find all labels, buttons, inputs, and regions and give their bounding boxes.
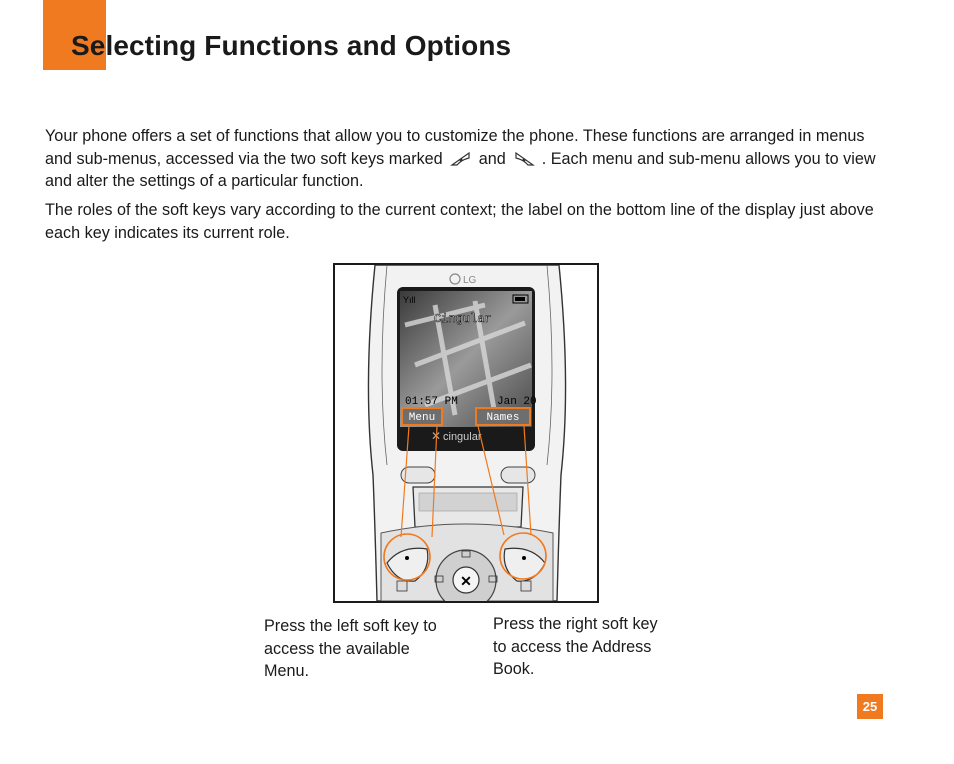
intro-text-before: Your phone offers a set of functions tha… bbox=[45, 127, 865, 168]
phone-illustration: LG Yıll Cingular 01:57 PM Jan 20 Menu Na… bbox=[333, 263, 599, 603]
page-title: Selecting Functions and Options bbox=[71, 30, 512, 61]
left-soft-key-label-box bbox=[401, 407, 443, 426]
left-soft-key-icon bbox=[449, 151, 470, 166]
right-callout-line bbox=[477, 425, 505, 536]
right-soft-key-label: Names bbox=[486, 412, 519, 424]
left-callout-line bbox=[400, 425, 410, 538]
message-icon bbox=[461, 550, 471, 558]
intro-text-after: . Each menu and sub-menu allows you to v… bbox=[45, 149, 876, 191]
cingular-logo-text: cingular bbox=[443, 431, 482, 443]
intro-text-and: and bbox=[478, 149, 506, 168]
carrier-name: Cingular bbox=[434, 312, 492, 326]
ok-key-icon: ✕ bbox=[460, 573, 472, 589]
phone-display bbox=[400, 291, 532, 427]
header-accent-block bbox=[43, 0, 106, 70]
left-soft-key bbox=[386, 547, 429, 582]
left-callout-line-2 bbox=[431, 425, 438, 538]
signal-strength-icon: Yıll bbox=[403, 295, 416, 305]
right-callout-line-2 bbox=[523, 425, 532, 536]
brand-label: LG bbox=[463, 275, 477, 286]
intro-paragraph-1: Your phone offers a set of functions tha… bbox=[45, 125, 895, 193]
left-soft-key-highlight bbox=[383, 533, 431, 581]
right-soft-key-label-box bbox=[475, 407, 531, 426]
page-number: 25 bbox=[857, 694, 883, 719]
screen-date: Jan 20 bbox=[497, 396, 537, 408]
right-soft-key-icon bbox=[515, 151, 535, 166]
right-soft-key-highlight bbox=[499, 532, 547, 580]
left-soft-key-caption: Press the left soft key to access the av… bbox=[264, 617, 437, 680]
folder-icon bbox=[434, 575, 444, 583]
right-soft-key-caption: Press the right soft key to access the A… bbox=[493, 615, 658, 678]
brand-logo-icon bbox=[449, 273, 461, 285]
ok-key bbox=[452, 566, 480, 594]
camera-icon bbox=[488, 575, 498, 583]
battery-icon bbox=[512, 294, 529, 304]
phone-drawing: LG Yıll Cingular 01:57 PM Jan 20 Menu Na… bbox=[367, 265, 567, 601]
left-soft-key-label: Menu bbox=[409, 412, 435, 424]
intro-paragraph-2: The roles of the soft keys vary accordin… bbox=[45, 201, 874, 242]
screen-time: 01:57 PM bbox=[405, 396, 458, 408]
